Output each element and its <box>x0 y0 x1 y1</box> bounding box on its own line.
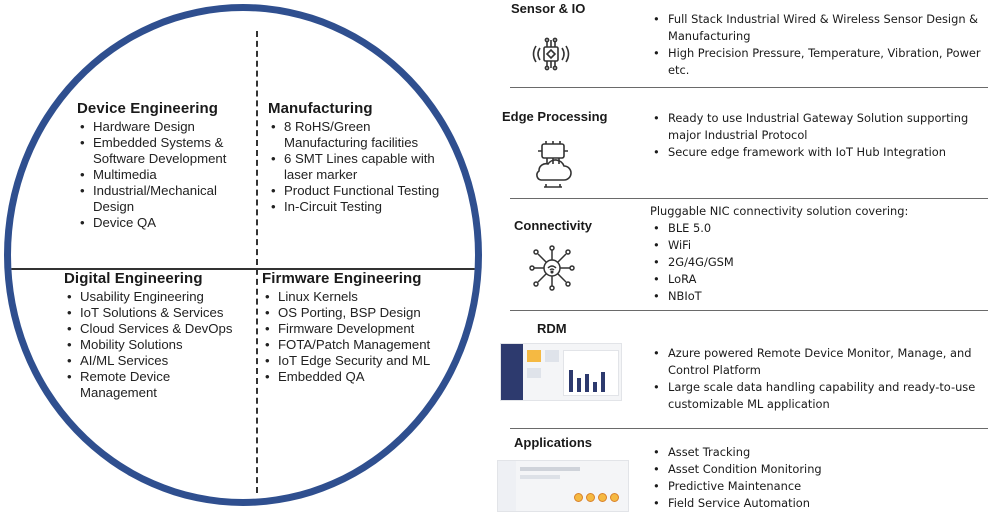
list-item: Asset Tracking <box>652 444 997 461</box>
list-item: Mobility Solutions <box>64 337 244 353</box>
list-item: Predictive Maintenance <box>652 478 997 495</box>
list-item: IoT Solutions & Services <box>64 305 244 321</box>
list-item: Linux Kernels <box>262 289 447 305</box>
app-gauge <box>610 493 619 502</box>
dashboard-screenshot <box>500 343 622 401</box>
vertical-divider <box>256 31 258 493</box>
list-item: Ready to use Industrial Gateway Solution… <box>652 110 997 144</box>
app-header-bar <box>520 475 560 479</box>
quadrant-title: Device Engineering <box>77 100 219 117</box>
list-item: FOTA/Patch Management <box>262 337 447 353</box>
list-item: AI/ML Services <box>64 353 244 369</box>
app-gauge <box>574 493 583 502</box>
section-sensor-io: Sensor & IO Full Stack Industrial Wired … <box>497 0 1000 90</box>
list-item: Hardware Design <box>77 119 242 135</box>
section-applications: Applications Asset Tracking Asset Condit… <box>497 430 1000 512</box>
cloud-chip-icon <box>536 141 572 188</box>
quadrant-list: Hardware Design Embedded Systems & Softw… <box>77 119 242 231</box>
section-intro: Pluggable NIC connectivity solution cove… <box>650 204 909 218</box>
quadrant-title: Manufacturing <box>268 100 373 117</box>
list-item: Secure edge framework with IoT Hub Integ… <box>652 144 997 161</box>
app-sidebar <box>498 461 516 511</box>
capability-circle <box>4 4 482 506</box>
list-item: Azure powered Remote Device Monitor, Man… <box>652 345 997 379</box>
section-title: Applications <box>514 435 593 450</box>
list-item: Field Service Automation <box>652 495 997 512</box>
app-gauge <box>598 493 607 502</box>
section-bullets: Azure powered Remote Device Monitor, Man… <box>652 345 997 413</box>
section-bullets: Asset Tracking Asset Condition Monitorin… <box>652 444 997 512</box>
list-item: 6 SMT Lines capable with laser marker <box>268 151 443 183</box>
section-rdm: RDM Azure powered Remote Device Monitor,… <box>497 312 1000 430</box>
section-title: RDM <box>537 321 567 336</box>
list-item: 8 RoHS/Green Manufacturing facilities <box>268 119 443 151</box>
horizontal-divider <box>11 268 475 270</box>
section-title: Sensor & IO <box>511 1 586 16</box>
list-item: WiFi <box>652 237 997 254</box>
list-item: Asset Condition Monitoring <box>652 461 997 478</box>
dashboard-bar <box>593 382 597 392</box>
section-title: Edge Processing <box>502 109 608 124</box>
list-item: Embedded QA <box>262 369 447 385</box>
list-item: Cloud Services & DevOps <box>64 321 244 337</box>
quadrant-title: Digital Engineering <box>64 270 203 287</box>
section-divider <box>510 87 988 88</box>
dashboard-bar <box>569 370 573 392</box>
dashboard-card <box>527 368 541 378</box>
list-item: 2G/4G/GSM <box>652 254 997 271</box>
app-screenshot <box>497 460 629 512</box>
quadrant-list: Linux Kernels OS Porting, BSP Design Fir… <box>262 289 447 385</box>
list-item: Product Functional Testing <box>268 183 443 199</box>
list-item: Full Stack Industrial Wired & Wireless S… <box>652 11 997 45</box>
section-edge-processing: Edge Processing Ready to use Industrial … <box>497 100 1000 200</box>
list-item: Device QA <box>77 215 242 231</box>
section-bullets: Full Stack Industrial Wired & Wireless S… <box>652 11 997 79</box>
network-hub-icon <box>529 245 575 291</box>
list-item: Industrial/Mechanical Design <box>77 183 242 215</box>
dashboard-card <box>545 350 559 362</box>
section-title: Connectivity <box>514 218 593 233</box>
list-item: OS Porting, BSP Design <box>262 305 447 321</box>
quadrant-list: 8 RoHS/Green Manufacturing facilities 6 … <box>268 119 443 215</box>
section-divider <box>510 428 988 429</box>
list-item: BLE 5.0 <box>652 220 997 237</box>
list-item: Firmware Development <box>262 321 447 337</box>
section-bullets: Pluggable NIC connectivity solution cove… <box>650 203 997 305</box>
dashboard-sidebar <box>501 344 523 400</box>
section-bullets: Ready to use Industrial Gateway Solution… <box>652 110 997 161</box>
dashboard-bar <box>585 374 589 392</box>
section-divider <box>510 198 988 199</box>
quadrant-manufacturing: Manufacturing 8 RoHS/Green Manufacturing… <box>268 100 443 215</box>
quadrant-digital-engineering: Digital Engineering Usability Engineerin… <box>64 270 244 401</box>
quadrant-list: Usability Engineering IoT Solutions & Se… <box>64 289 244 401</box>
quadrant-device-engineering: Device Engineering Hardware Design Embed… <box>77 100 242 231</box>
list-item: High Precision Pressure, Temperature, Vi… <box>652 45 997 79</box>
list-item: LoRA <box>652 271 997 288</box>
list-item: NBIoT <box>652 288 997 305</box>
list-item: Remote Device Management <box>64 369 244 401</box>
dashboard-bar <box>577 378 581 392</box>
sensor-chip-icon <box>532 37 570 71</box>
dashboard-card <box>527 350 541 362</box>
quadrant-firmware-engineering: Firmware Engineering Linux Kernels OS Po… <box>262 270 447 385</box>
section-connectivity: Connectivity Pluggable NIC connectivity … <box>497 200 1000 312</box>
list-item: In-Circuit Testing <box>268 199 443 215</box>
app-header-bar <box>520 467 580 471</box>
list-item: Embedded Systems & Software Development <box>77 135 242 167</box>
list-item: IoT Edge Security and ML <box>262 353 447 369</box>
quadrant-title: Firmware Engineering <box>262 270 422 287</box>
list-item: Usability Engineering <box>64 289 244 305</box>
app-gauge <box>586 493 595 502</box>
section-divider <box>510 310 988 311</box>
list-item: Multimedia <box>77 167 242 183</box>
dashboard-bar <box>601 372 605 392</box>
list-item: Large scale data handling capability and… <box>652 379 997 413</box>
